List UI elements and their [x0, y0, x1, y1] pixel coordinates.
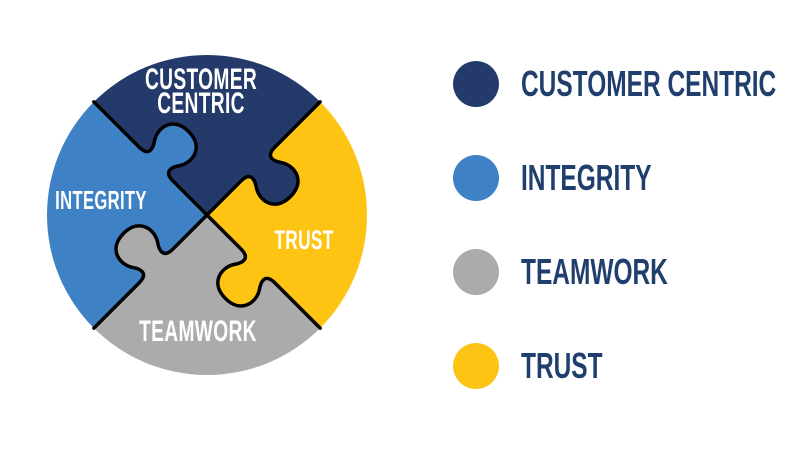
puzzle-piece-teamwork	[93, 215, 321, 375]
piece-label-line: CENTRIC	[157, 87, 245, 120]
legend-label: INTEGRITY	[521, 157, 652, 198]
legend-swatch-circle	[453, 61, 499, 107]
puzzle-piece-customer-centric	[93, 55, 321, 215]
piece-label-customer-centric: CUSTOMER CENTRIC	[113, 63, 288, 120]
legend-item-teamwork: TEAMWORK	[453, 249, 800, 295]
puzzle-seam	[92, 100, 209, 217]
legend-label: TRUST	[521, 345, 603, 386]
legend-swatch-circle	[453, 155, 499, 201]
puzzle-seam	[205, 213, 322, 330]
legend-swatch-circle	[453, 343, 499, 389]
legend-label: TEAMWORK	[521, 251, 668, 292]
puzzle-piece-integrity	[47, 101, 207, 329]
legend-item-integrity: INTEGRITY	[453, 155, 800, 201]
legend-item-customer-centric: CUSTOMER CENTRIC	[453, 61, 800, 107]
piece-label-trust: TRUST	[274, 225, 334, 255]
legend: CUSTOMER CENTRIC INTEGRITY TEAMWORK TRUS…	[453, 61, 800, 437]
puzzle-seam	[92, 213, 209, 330]
legend-item-trust: TRUST	[453, 343, 800, 389]
puzzle-piece-trust	[207, 101, 367, 329]
legend-swatch-circle	[453, 249, 499, 295]
puzzle-seam	[205, 100, 322, 217]
legend-label: CUSTOMER CENTRIC	[521, 63, 777, 104]
piece-label-line: CUSTOMER	[144, 63, 258, 96]
puzzle-circle-diagram	[47, 55, 367, 375]
piece-label-integrity: INTEGRITY	[55, 185, 147, 215]
piece-label-teamwork: TEAMWORK	[139, 315, 257, 348]
